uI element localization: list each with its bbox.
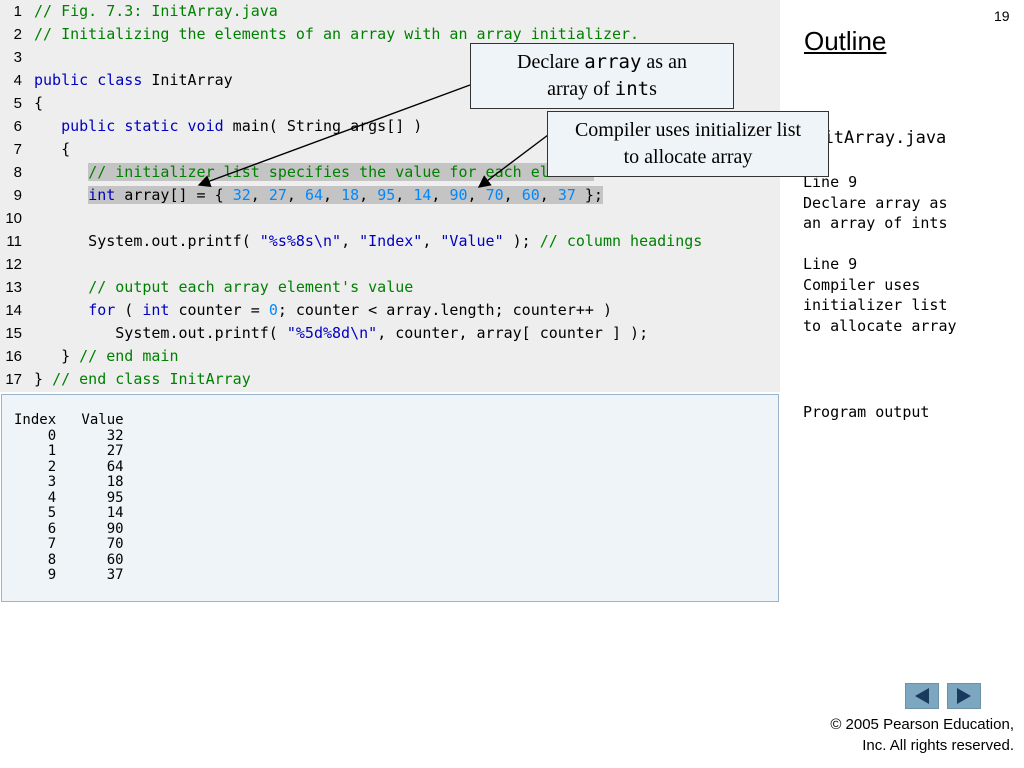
line-number: 12 — [5, 256, 22, 273]
triangle-right-icon — [957, 688, 971, 704]
callout-text: array of — [547, 78, 615, 100]
arrow-to-initializer-list — [477, 134, 549, 188]
line-number: 10 — [5, 210, 22, 227]
callout-text: Declare — [517, 51, 585, 73]
outline-heading: Outline — [804, 26, 887, 56]
code-text: public class InitArray — [34, 71, 233, 89]
copyright-notice: © 2005 Pearson Education, Inc. All right… — [790, 714, 1014, 756]
code-text: } // end class InitArray — [34, 370, 251, 388]
line-number: 13 — [5, 279, 22, 296]
program-output-panel: Index Value 0 32 1 27 2 64 3 18 4 95 5 1… — [1, 394, 779, 602]
line-number: 16 — [5, 348, 22, 365]
side-filename: InitArray.java — [803, 128, 947, 148]
code-text: for ( int counter = 0; counter < array.l… — [88, 301, 612, 319]
callout-text: to allocate array — [623, 146, 753, 168]
side-note-line: initializer list — [803, 296, 948, 314]
callout-declare-array: Declare array as an array of ints — [470, 43, 734, 109]
code-text: // Initializing the elements of an array… — [34, 25, 640, 43]
line-number: 9 — [13, 187, 22, 204]
line-number: 11 — [6, 233, 22, 250]
callout-compiler-initializer: Compiler uses initializer list to alloca… — [547, 111, 829, 177]
code-text: // Fig. 7.3: InitArray.java — [34, 2, 278, 20]
code-text: { — [34, 94, 44, 112]
line-number: 7 — [13, 141, 22, 158]
side-note-line: Line 9 — [803, 173, 858, 191]
side-note-line: Line 9 — [803, 255, 858, 273]
line-number: 14 — [5, 302, 22, 319]
callout-text: s — [649, 78, 657, 100]
side-note-line: Declare array as — [803, 193, 948, 212]
callout-code: int — [614, 78, 650, 100]
code-text: } // end main — [34, 347, 179, 365]
side-note-output: Program output — [803, 403, 930, 421]
side-note-compiler: Line 9 Compiler uses initializer list to… — [803, 254, 957, 336]
copyright-line: © 2005 Pearson Education, — [830, 716, 1014, 733]
code-text: System.out.printf( "%5d%8d\n", counter, … — [34, 324, 649, 342]
code-text: public static void main( String args[] ) — [61, 117, 423, 135]
line-number: 17 — [5, 371, 22, 388]
copyright-line: Inc. All rights reserved. — [862, 737, 1014, 754]
triangle-left-icon — [915, 688, 929, 704]
callout-code: array — [584, 51, 642, 73]
arrow-to-array-declaration — [197, 84, 471, 188]
line-number: 6 — [13, 118, 22, 135]
code-text: // output each array element's value — [88, 278, 414, 296]
code-text: { — [34, 140, 71, 158]
code-text: System.out.printf( "%s%8s\n", "Index", "… — [34, 232, 703, 250]
side-note-line: to allocate array — [803, 316, 957, 335]
line-number: 15 — [5, 325, 22, 342]
code-text: int array[] = { 32, 27, 64, 18, 95, 14, … — [88, 186, 603, 204]
line-number: 5 — [13, 95, 22, 112]
program-output-text: Index Value 0 32 1 27 2 64 3 18 4 95 5 1… — [14, 412, 124, 583]
line-number: 1 — [13, 3, 22, 20]
callout-text: as an — [641, 51, 687, 73]
side-note-declare: Line 9 Declare array as an array of ints — [803, 172, 948, 234]
side-note-line: Compiler uses — [803, 275, 921, 294]
side-note-line: an array of ints — [803, 214, 948, 232]
line-number: 4 — [13, 72, 22, 89]
page-number: 19 — [994, 8, 1010, 24]
next-slide-button[interactable] — [947, 683, 981, 709]
line-number: 8 — [13, 164, 22, 181]
line-number: 2 — [13, 26, 22, 43]
line-number: 3 — [13, 49, 22, 66]
previous-slide-button[interactable] — [905, 683, 939, 709]
callout-text: Compiler uses initializer list — [574, 119, 802, 141]
